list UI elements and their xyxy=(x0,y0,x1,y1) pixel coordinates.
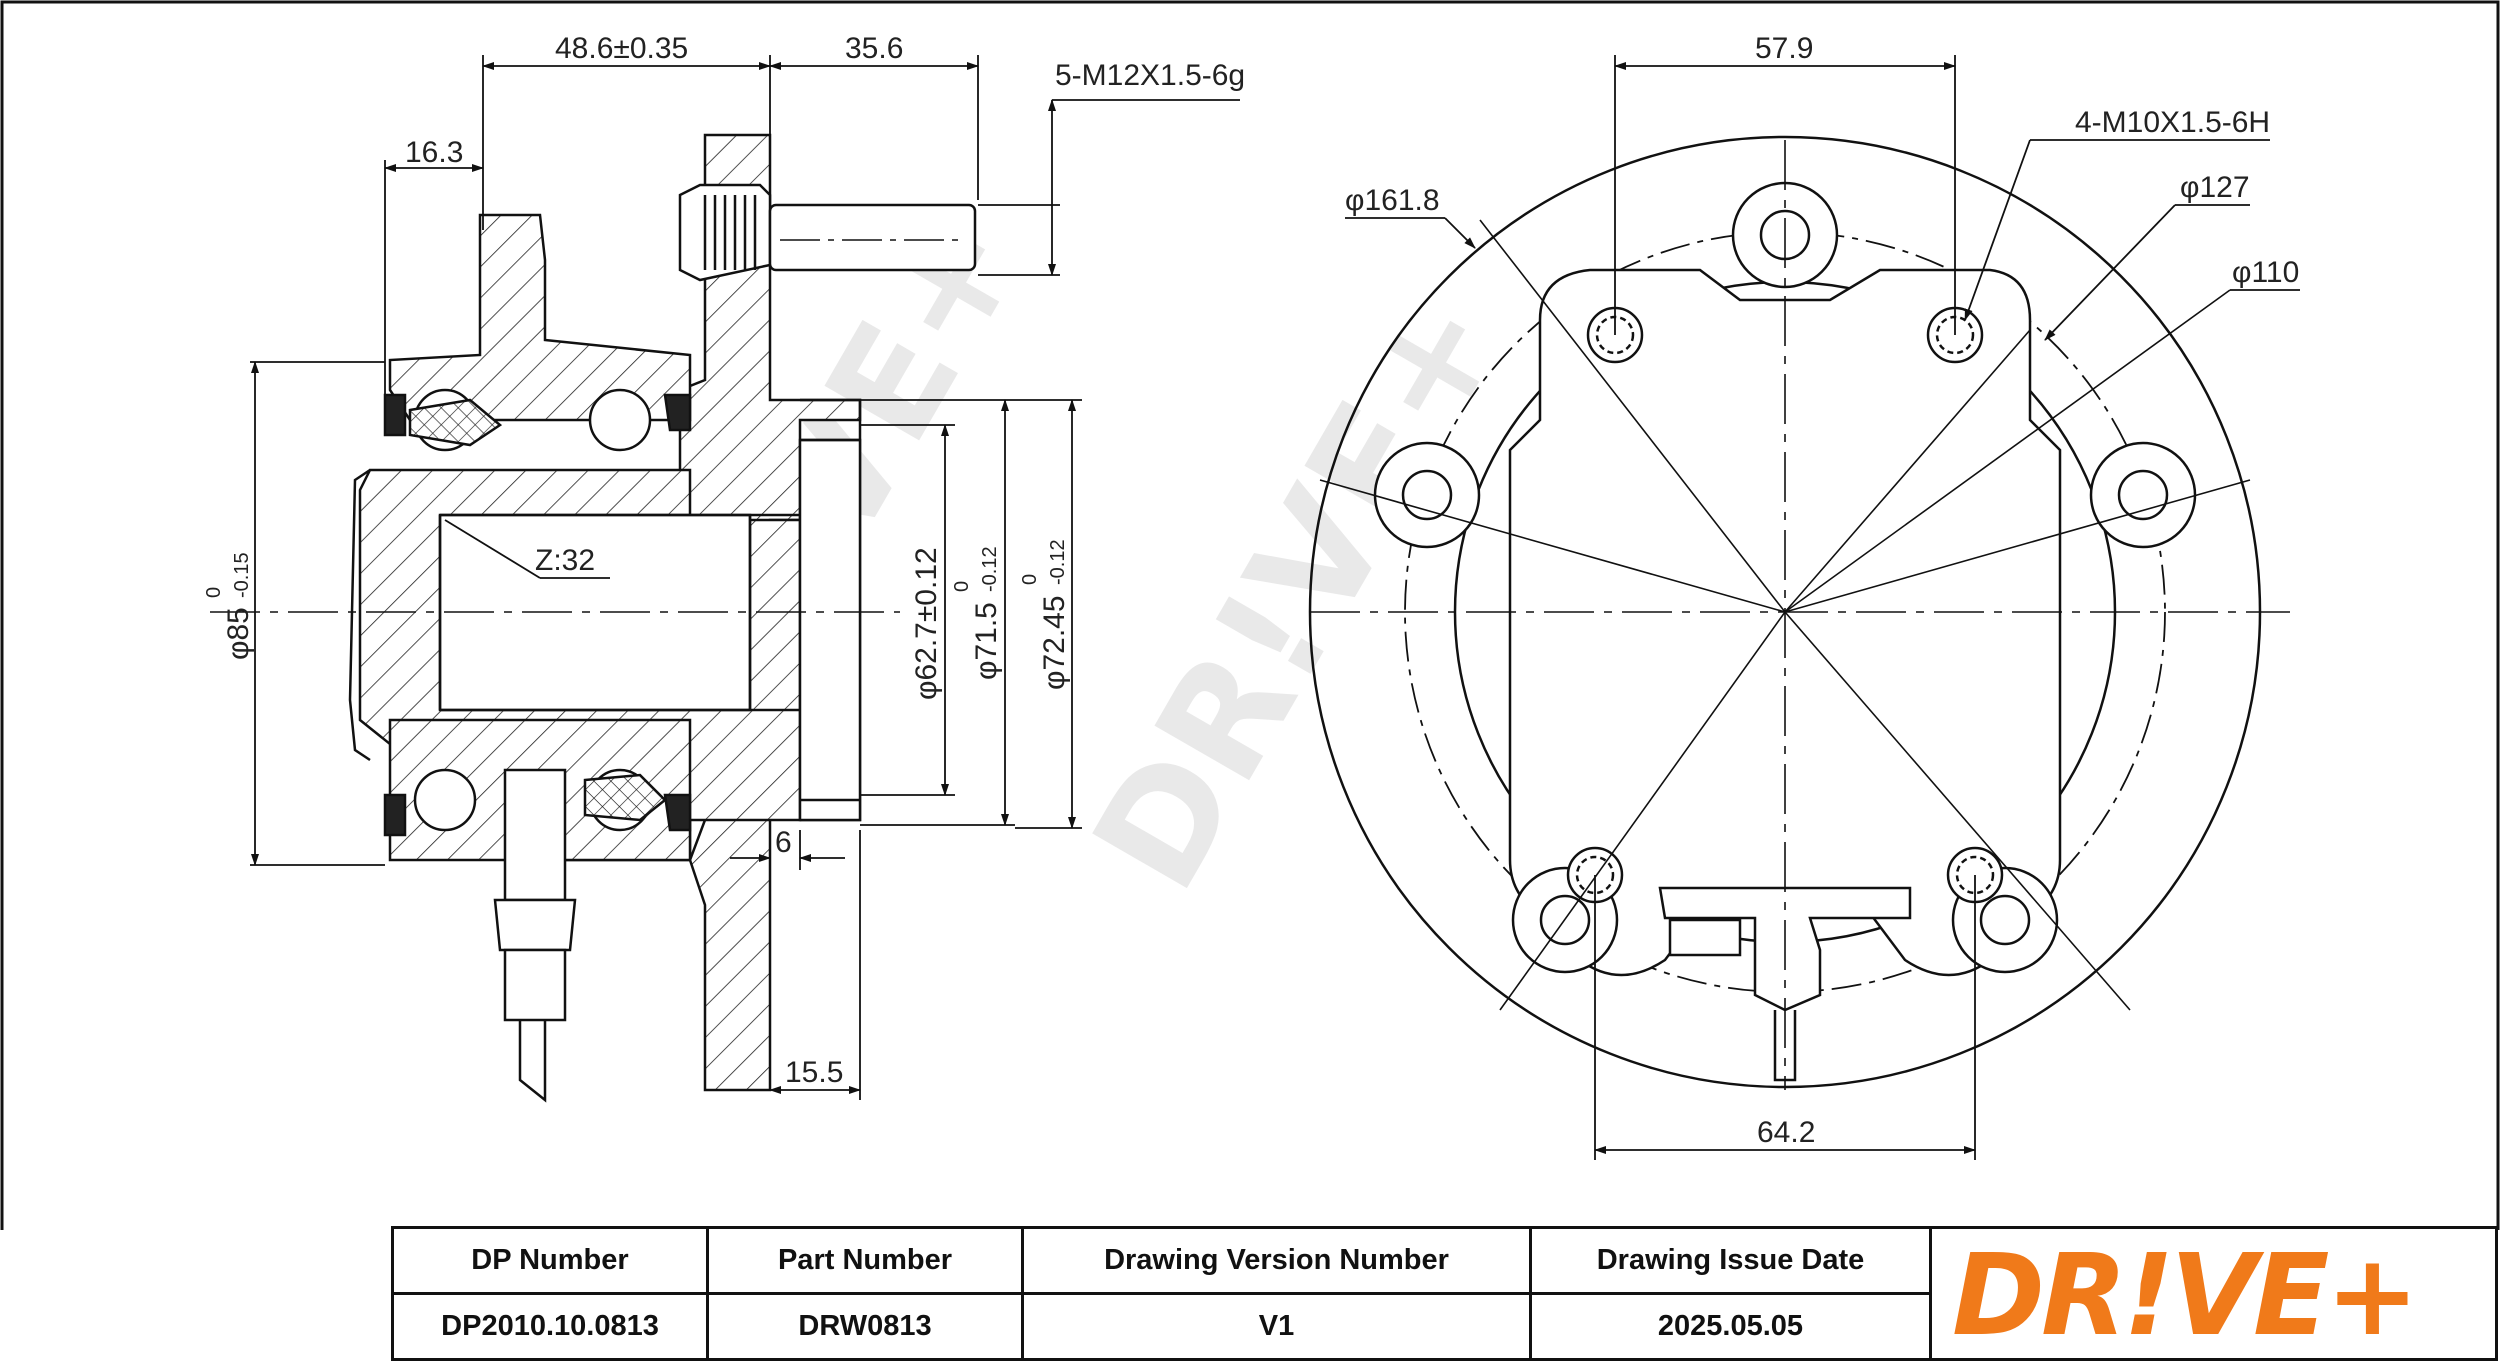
dim-phi-85: φ85 xyxy=(222,607,255,660)
title-cell-dp-number: DP Number DP2010.10.0813 xyxy=(394,1229,709,1358)
dim-57-9: 57.9 xyxy=(1755,32,1813,65)
dim-48-6: 48.6±0.35 xyxy=(555,32,688,65)
brand-logo: DR!VE+ xyxy=(1952,1239,2419,1349)
seal-upper-left xyxy=(383,393,407,437)
dim-64-2: 64.2 xyxy=(1757,1116,1815,1149)
header-part-number: Part Number xyxy=(709,1229,1021,1295)
cage-upper xyxy=(408,398,503,447)
dim-15-5: 15.5 xyxy=(785,1056,843,1089)
dim-phi-72-45-tol-lower: -0.12 xyxy=(1047,539,1069,585)
dim-thread-stud: 5-M12X1.5-6g xyxy=(1055,59,1245,92)
watermark-center: DR!VE+ xyxy=(1060,266,1537,918)
dim-phi-72-45: φ72.45 xyxy=(1038,595,1071,690)
front-dimension-labels: 57.9 4-M10X1.5-6H φ161.8 φ127 φ110 64.2 xyxy=(1345,32,2299,1149)
abs-sensor-body xyxy=(503,768,567,902)
title-block: DP Number DP2010.10.0813 Part Number DRW… xyxy=(391,1226,2498,1361)
dim-phi-85-tol-upper: 0 xyxy=(203,587,225,598)
brand-logo-cell: DR!VE+ xyxy=(1932,1229,2495,1358)
brand-logo-text: DR!VE+ xyxy=(1952,1239,2415,1349)
header-version: Drawing Version Number xyxy=(1024,1229,1529,1295)
title-cell-version: Drawing Version Number V1 xyxy=(1024,1229,1532,1358)
dim-phi-62-7: φ62.7±0.12 xyxy=(910,547,943,700)
value-part-number: DRW0813 xyxy=(798,1310,932,1342)
drawing-frame xyxy=(0,0,2500,1230)
seal-lower-right xyxy=(663,793,692,832)
value-dp-number: DP2010.10.0813 xyxy=(441,1310,659,1342)
dim-phi-71-5-tol-upper: 0 xyxy=(951,581,973,592)
front-dimensions xyxy=(1345,55,2300,1160)
header-issue-date: Drawing Issue Date xyxy=(1532,1229,1929,1295)
hub-left-face xyxy=(348,468,371,762)
dim-phi-110: φ110 xyxy=(2232,256,2299,289)
dim-phi-127: φ127 xyxy=(2180,171,2250,204)
dim-thread-holes: 4-M10X1.5-6H xyxy=(2075,106,2270,139)
technical-drawing: DR!VE+ DR!VE+ DR!VE+ xyxy=(0,0,2500,1230)
housing-upper xyxy=(388,213,692,422)
cage-lower xyxy=(583,773,667,822)
value-issue-date: 2025.05.05 xyxy=(1657,1310,1804,1342)
ball-upper-right xyxy=(588,388,652,452)
front-view xyxy=(1308,135,2290,1090)
dim-phi-161-8: φ161.8 xyxy=(1345,184,1440,217)
seal-upper-right xyxy=(663,393,692,432)
seal-lower-left xyxy=(383,793,407,837)
header-dp-number: DP Number xyxy=(394,1229,706,1295)
section-dimensions xyxy=(250,55,1240,1100)
dim-z32: Z:32 xyxy=(535,544,595,577)
title-cell-issue-date: Drawing Issue Date 2025.05.05 xyxy=(1532,1229,1932,1358)
dim-phi-71-5: φ71.5 xyxy=(970,602,1003,680)
dim-phi-71-5-tol-lower: -0.12 xyxy=(979,546,1001,592)
abs-sensor-cable xyxy=(518,1020,547,1103)
dim-16-3: 16.3 xyxy=(405,136,463,169)
dim-35-6: 35.6 xyxy=(845,32,903,65)
wheel-stud xyxy=(678,183,977,282)
section-view xyxy=(210,133,977,1103)
value-version: V1 xyxy=(1258,1310,1295,1342)
dim-6: 6 xyxy=(775,826,792,859)
dim-phi-72-45-tol-upper: 0 xyxy=(1019,574,1041,585)
dim-phi-85-tol-lower: -0.15 xyxy=(231,552,253,598)
ball-lower-left xyxy=(413,768,477,832)
section-dimension-labels: 48.6±0.35 35.6 5-M12X1.5-6g 16.3 Z:32 φ8… xyxy=(203,32,1245,1089)
title-cell-part-number: Part Number DRW0813 xyxy=(709,1229,1024,1358)
